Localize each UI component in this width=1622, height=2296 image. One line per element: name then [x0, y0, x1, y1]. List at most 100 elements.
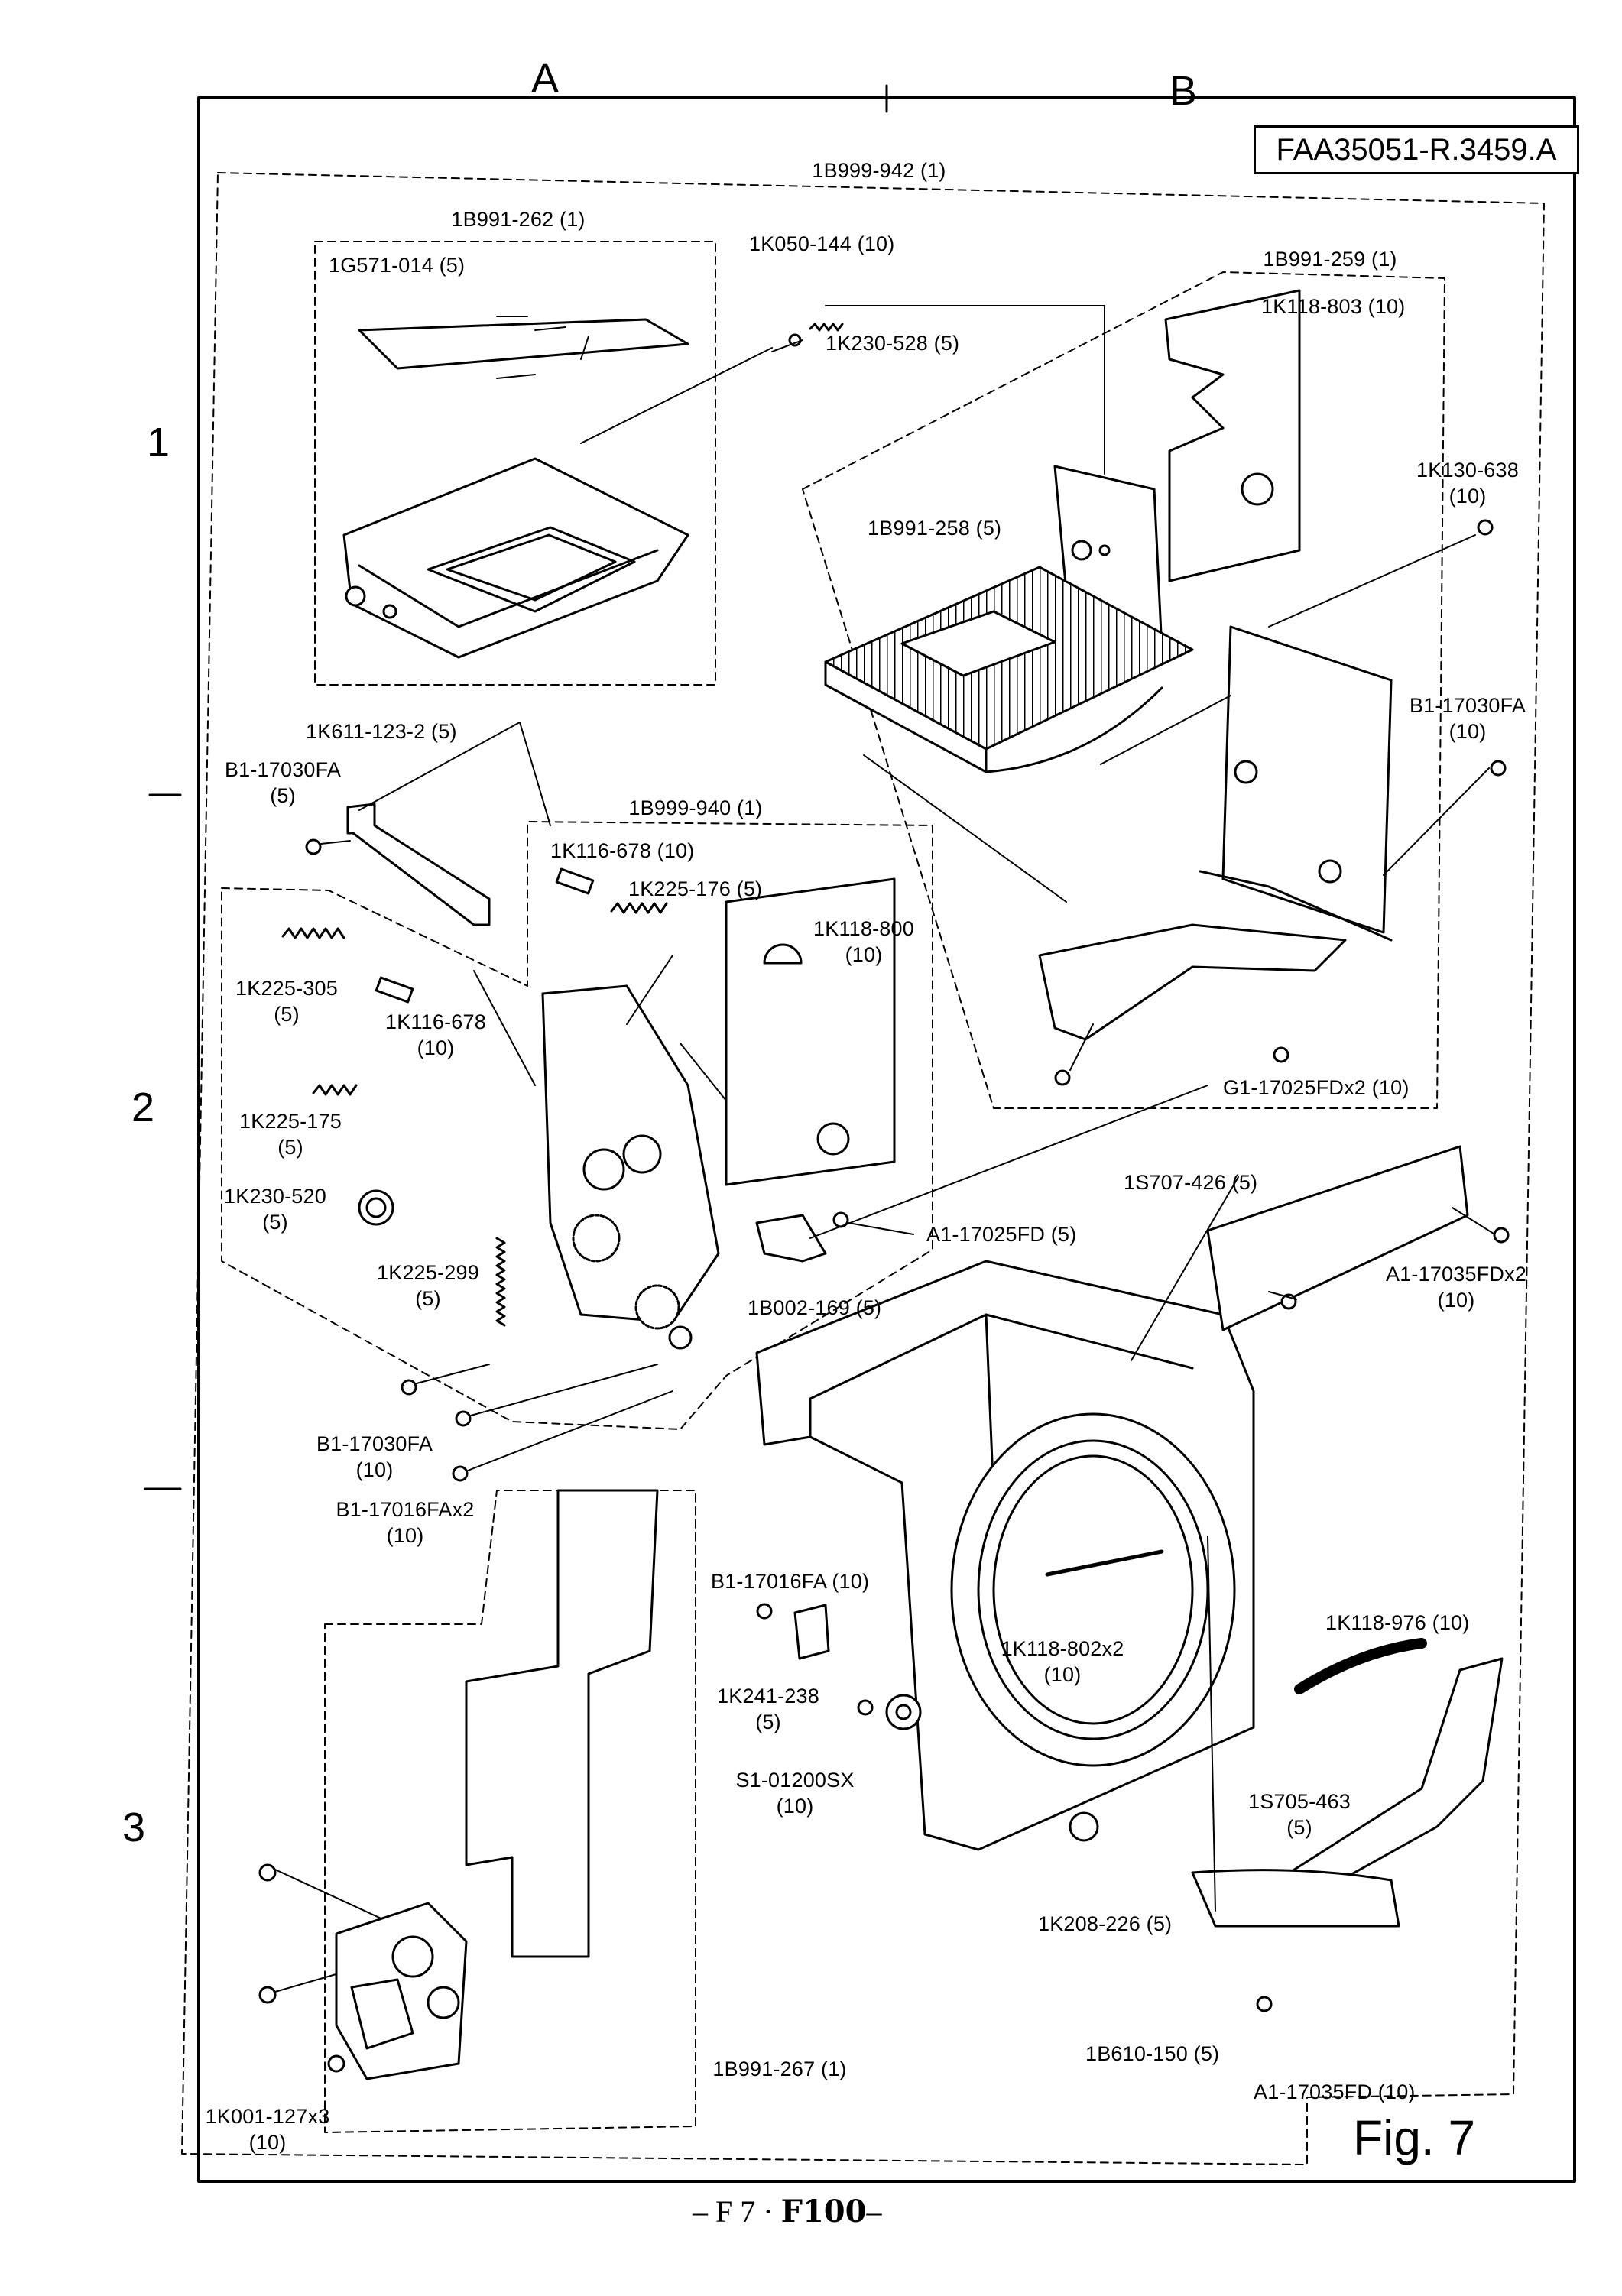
gear-S1-01200SX: [885, 1694, 922, 1730]
footer-suffix: –: [866, 2194, 882, 2229]
box-1B991-267: [324, 1490, 696, 2133]
part-label: 1K130-638(10): [1416, 459, 1519, 508]
screw: [1054, 1069, 1071, 1086]
part-label: A1-17035FD (10): [1254, 2080, 1416, 2103]
screw: [455, 1410, 472, 1427]
spring-1K225-176: [610, 902, 668, 914]
part-label: 1K208-226 (5): [1038, 1912, 1173, 1935]
part-label: 1K050-144 (10): [749, 232, 895, 255]
flex-1B991-267: [465, 1489, 659, 1958]
footer-prefix: – F 7 ·: [693, 2194, 774, 2229]
shade-plate: [1164, 289, 1301, 582]
part-label: 1K116-678(10): [385, 1010, 486, 1059]
part-label: 1K225-305(5): [235, 977, 338, 1026]
lever-1B002-169: [755, 1214, 827, 1263]
assembly-boxes: [181, 172, 1545, 2165]
side-plate: [1221, 625, 1393, 934]
screw: [258, 1863, 277, 1882]
assembly-label: 1B999-942 (1): [812, 159, 946, 182]
row-label-2: 2: [131, 1085, 155, 1130]
row-label-1: 1: [147, 420, 170, 465]
row-label-3: 3: [122, 1805, 146, 1850]
rubber-1K118-976: [1294, 1638, 1427, 1694]
small-spring: [809, 323, 844, 332]
focusing-screen-group: [342, 305, 1105, 659]
bracket-1K241-238: [793, 1604, 830, 1660]
screw: [1256, 1996, 1273, 2012]
document-id: FAA35051-R.3459.A: [1254, 125, 1579, 174]
part-label: 1S707-426 (5): [1124, 1171, 1258, 1194]
af-unit-group: [258, 1489, 659, 2080]
part-label: B1-17030FA(5): [224, 758, 342, 807]
box-1B991-259: [802, 271, 1445, 1109]
assembly-label: 1B991-267 (1): [712, 2058, 847, 2080]
mirror-plate-group: [824, 289, 1507, 1086]
screw: [1477, 519, 1494, 536]
lever-bracket: [1038, 923, 1347, 1041]
part-label: 1K118-803 (10): [1261, 295, 1406, 318]
box-1B999-942: [181, 172, 1545, 2165]
page-footer: – F 7 · F100–: [693, 2194, 881, 2230]
knob-1K208-226: [1069, 1811, 1099, 1842]
assembly-label: 1B999-940 (1): [628, 796, 763, 819]
part-label: A1-17035FDx2(10): [1385, 1263, 1527, 1312]
footer-model: F100: [780, 2194, 867, 2230]
spring-1K230-520: [358, 1189, 394, 1226]
camera-body: [755, 1145, 1510, 2012]
leader: [580, 347, 773, 444]
part-label: B1-17016FA (10): [711, 1570, 870, 1593]
part-label: 1K225-175(5): [239, 1110, 342, 1159]
part-label: 1K118-800(10): [813, 917, 914, 966]
part-label: 1B610-150 (5): [1085, 2042, 1220, 2065]
part-label: B1-17030FA(10): [316, 1432, 433, 1481]
screw: [756, 1603, 773, 1620]
part-label: 1K116-678 (10): [550, 839, 695, 862]
switch-1B610-150: [1191, 1869, 1400, 1928]
part-label: 1B002-169 (5): [748, 1296, 882, 1319]
part-label: 1K118-976 (10): [1325, 1611, 1470, 1634]
part-label: 1K118-802x2(10): [1001, 1637, 1124, 1686]
screw: [258, 1986, 277, 2004]
lever-1K611: [346, 803, 491, 926]
box-1B999-940: [221, 821, 933, 1430]
part-label: 1G571-014 (5): [329, 254, 466, 277]
lens-mount-ring: [950, 1412, 1236, 1767]
column-label-b: B: [1169, 68, 1198, 114]
screw: [1490, 760, 1507, 777]
page-frame: [197, 96, 1576, 2183]
spring-1K225-299: [495, 1237, 506, 1327]
screw: [1273, 1046, 1289, 1063]
part-label: 1K230-528 (5): [826, 332, 960, 355]
box-1B991-262: [314, 241, 716, 686]
part-label: 1S705-463(5): [1248, 1790, 1351, 1839]
figure-label: Fig. 7: [1353, 2110, 1476, 2165]
flex-1S707-426: [1206, 1145, 1469, 1331]
part-label: 1K225-176 (5): [628, 877, 763, 900]
mechanism-group: [281, 867, 1208, 1482]
part-label: B1-17030FA(10): [1409, 694, 1526, 743]
part-label: A1-17025FD (5): [926, 1223, 1077, 1246]
spring-1K225-305: [281, 927, 345, 939]
flex-1S705-463: [1252, 1657, 1504, 1905]
assembly-label: 1B991-262 (1): [451, 208, 586, 231]
lever-group: [305, 722, 551, 926]
part-label: 1K611-123-2 (5): [306, 720, 457, 743]
screw: [327, 2054, 345, 2073]
part-label: 1K230-520(5): [224, 1185, 326, 1234]
part-label: 1K241-238(5): [717, 1685, 819, 1733]
part-label: 1B991-258 (5): [868, 517, 1002, 540]
spring-1K225-175: [312, 1084, 358, 1096]
part-label: 1K225-299(5): [377, 1261, 479, 1310]
screw: [1493, 1227, 1510, 1244]
glass-plate: [358, 318, 689, 370]
assembly-label: 1B991-259 (1): [1263, 248, 1397, 271]
part-label: 1K001-127x3(10): [205, 2105, 330, 2154]
part-label: B1-17016FAx2(10): [336, 1498, 475, 1547]
part-label: G1-17025FDx2 (10): [1223, 1076, 1410, 1099]
part-label: S1-01200SX(10): [735, 1769, 855, 1818]
screw: [452, 1465, 469, 1482]
